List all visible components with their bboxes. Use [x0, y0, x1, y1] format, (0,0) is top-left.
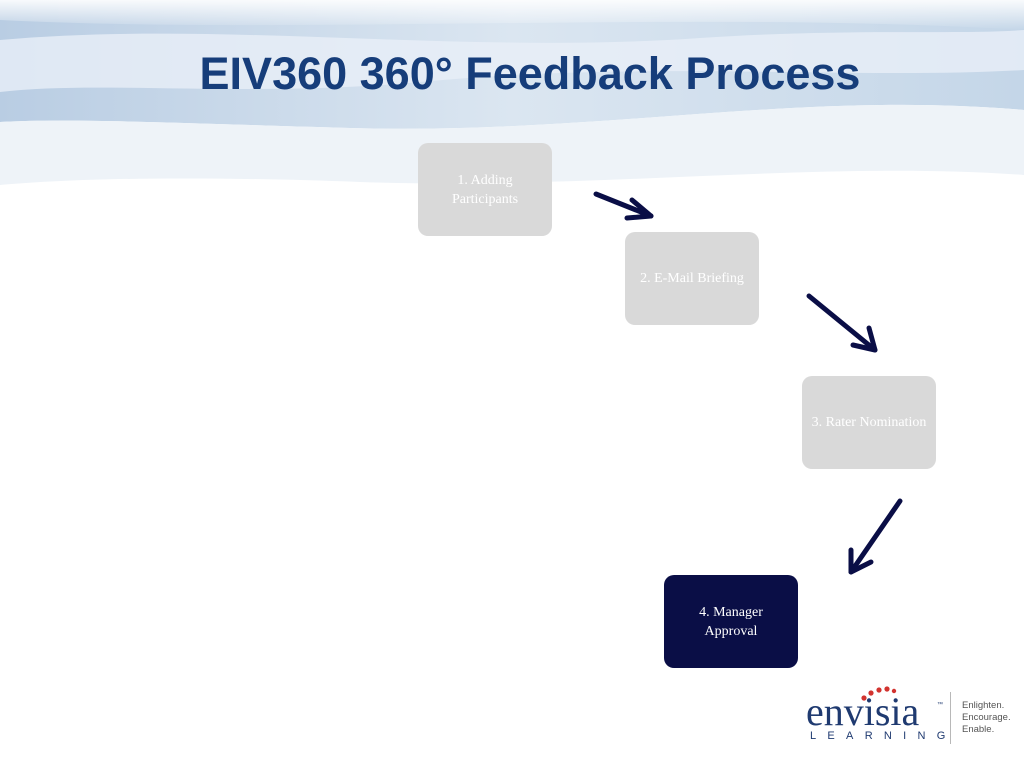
- envisia-learning-logo: envisia ™ LEARNING Enlighten. Encourage.…: [806, 686, 1021, 748]
- step-manager-approval: 4. Manager Approval: [664, 575, 798, 668]
- step-rater-nomination: 3. Rater Nomination: [802, 376, 936, 469]
- logo-wordmark: envisia: [806, 689, 920, 734]
- step-label: 3. Rater Nomination: [811, 415, 927, 430]
- logo-divider: [950, 692, 951, 744]
- slide-title: EIV360 360° Feedback Process: [199, 48, 861, 99]
- logo-tagline-2: Encourage.: [962, 712, 1011, 723]
- step-label: 1. Adding Participants: [451, 172, 519, 207]
- arrow-step2-to-step3: [806, 293, 878, 353]
- step-adding-participants: 1. Adding Participants: [418, 143, 552, 236]
- logo-trademark: ™: [937, 702, 943, 708]
- step-label: 2. E-Mail Briefing: [640, 271, 744, 286]
- logo-dots-icon: [861, 686, 897, 701]
- step-label: 4. Manager Approval: [699, 604, 763, 639]
- logo-tagline-1: Enlighten.: [962, 700, 1005, 711]
- logo-tagline-3: Enable.: [962, 724, 995, 735]
- step-email-briefing: 2. E-Mail Briefing: [625, 232, 759, 325]
- arrow-step3-to-step4: [848, 498, 903, 575]
- logo-subtitle: LEARNING: [810, 730, 957, 742]
- arrow-step1-to-step2: [593, 191, 654, 221]
